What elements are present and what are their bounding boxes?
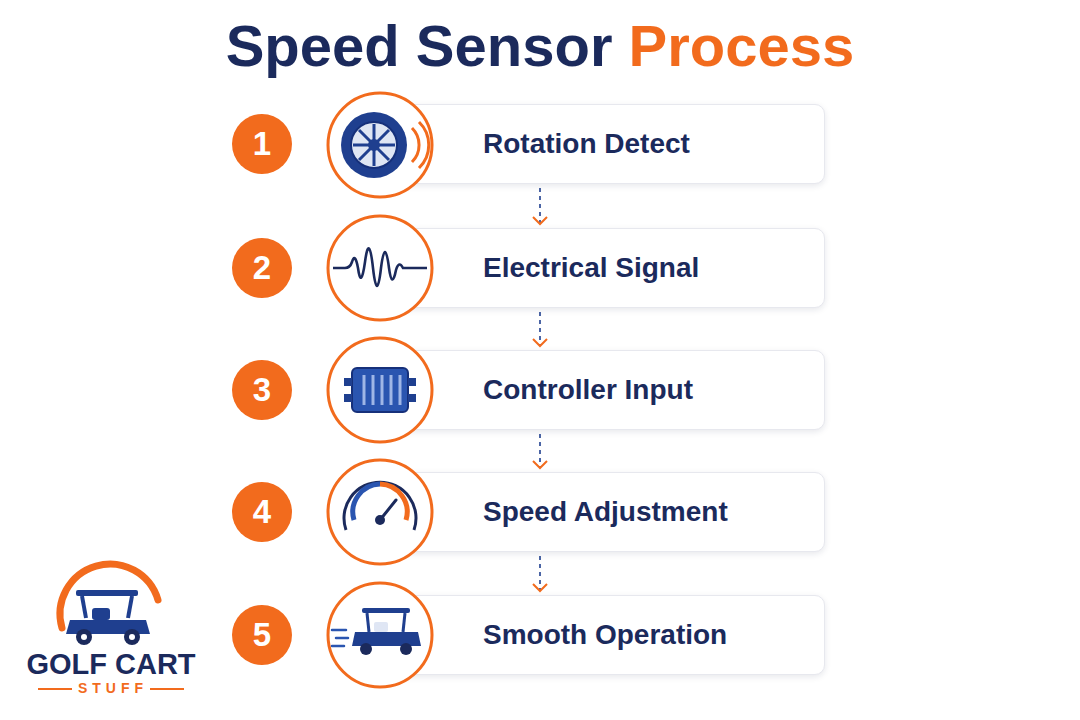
icon-ring [328, 93, 432, 197]
step-number: 2 [232, 238, 292, 298]
step-number: 1 [232, 114, 292, 174]
step-label: Rotation Detect [483, 128, 690, 160]
icon-ring [328, 583, 432, 687]
icon-ring [328, 460, 432, 564]
step-number: 4 [232, 482, 292, 542]
callout-number: 3 [253, 371, 271, 409]
icon-ring [328, 338, 432, 442]
process-box: Rotation Detect [375, 104, 825, 184]
controller-icon [344, 368, 416, 412]
step-label: Controller Input [483, 374, 693, 406]
title: Speed Sensor Process [226, 12, 855, 79]
golf-cart-icon [332, 608, 421, 655]
flow-arrow [533, 188, 547, 224]
icon-ring [328, 216, 432, 320]
process-box: Smooth Operation [375, 595, 825, 675]
callout-number: 2 [253, 249, 271, 287]
step-number: 3 [232, 360, 292, 420]
signal-wave-icon [333, 248, 427, 286]
logo-subtext: STUFF [78, 680, 148, 696]
callout-number: 1 [253, 125, 271, 163]
process-box: Controller Input [375, 350, 825, 430]
tire-icon [341, 112, 429, 178]
step-label: Smooth Operation [483, 619, 727, 651]
flow-arrow [533, 434, 547, 468]
process-box: Electrical Signal [375, 228, 825, 308]
step-label: Speed Adjustment [483, 496, 728, 528]
flow-arrow [533, 312, 547, 346]
flow-arrow [533, 556, 547, 591]
step-label: Electrical Signal [483, 252, 699, 284]
step-number: 5 [232, 605, 292, 665]
process-box: Speed Adjustment [375, 472, 825, 552]
speedometer-icon [344, 482, 416, 530]
callout-number: 5 [253, 616, 271, 654]
logo-text: GOLF CART [26, 648, 195, 681]
callout-number: 4 [253, 493, 271, 531]
